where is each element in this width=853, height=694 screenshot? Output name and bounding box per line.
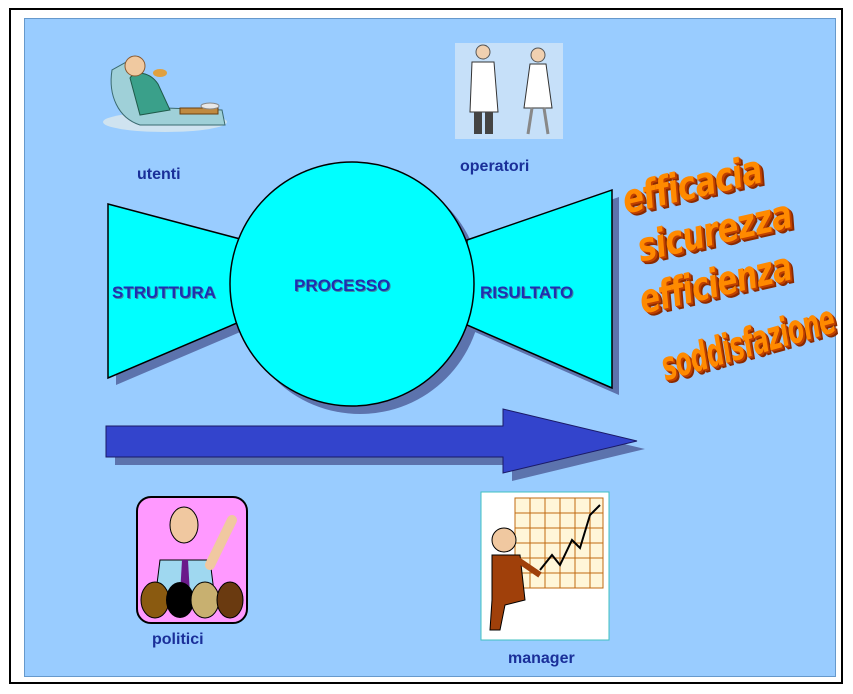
politicians-label: politici	[152, 631, 204, 648]
operators-label: operatori	[460, 158, 530, 175]
process-label: PROCESSO	[294, 276, 391, 295]
structure-label: STRUTTURA	[112, 283, 216, 302]
process-circle	[229, 161, 475, 407]
doctor-nurse-icon	[455, 43, 563, 139]
flow-arrow	[105, 408, 638, 474]
patient-icon	[103, 55, 227, 132]
manager-chart-icon	[480, 491, 610, 641]
result-label: RISULTATO	[480, 283, 574, 302]
manager-label: manager	[508, 650, 575, 667]
politician-icon	[136, 496, 248, 624]
users-label: utenti	[137, 166, 181, 183]
